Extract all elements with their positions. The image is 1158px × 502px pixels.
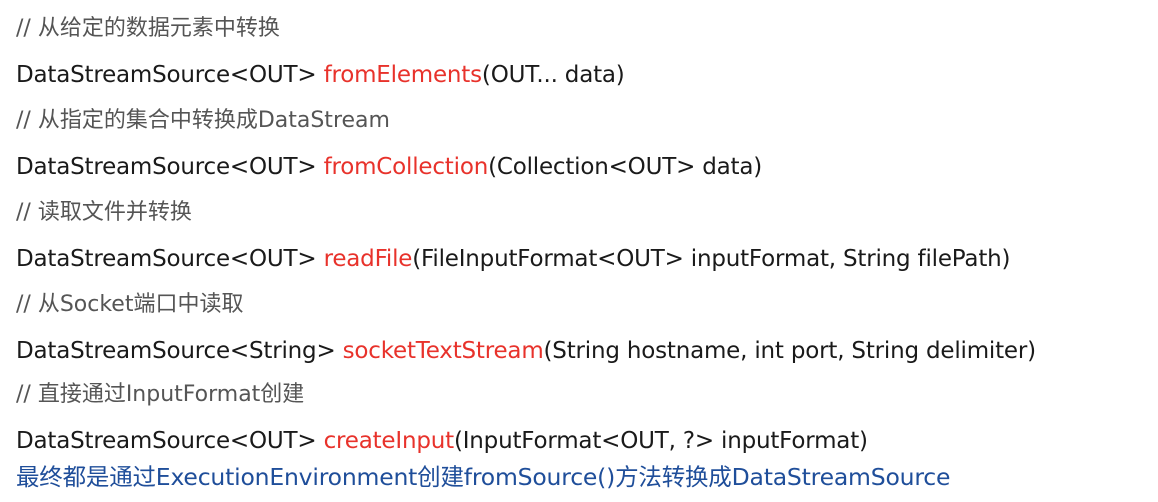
- return-type: DataStreamSource<String>: [16, 338, 343, 364]
- code-line-from-collection: DataStreamSource<OUT> fromCollection(Col…: [16, 152, 762, 182]
- code-line-from-elements: DataStreamSource<OUT> fromElements(OUT..…: [16, 60, 625, 90]
- method-name-read-file: readFile: [323, 246, 413, 272]
- method-name-from-collection: fromCollection: [323, 154, 489, 180]
- code-line-create-input: DataStreamSource<OUT> createInput(InputF…: [16, 426, 868, 456]
- comment-from-elements: // 从给定的数据元素中转换: [16, 16, 280, 41]
- method-args: (FileInputFormat<OUT> inputFormat, Strin…: [412, 246, 1011, 272]
- method-name-from-elements: fromElements: [323, 62, 483, 88]
- method-args: (OUT... data): [481, 62, 625, 88]
- method-args: (String hostname, int port, String delim…: [543, 338, 1037, 364]
- comment-read-file: // 读取文件并转换: [16, 200, 192, 225]
- return-type: DataStreamSource<OUT>: [16, 62, 324, 88]
- method-name-create-input: createInput: [323, 428, 455, 454]
- method-name-socket-text-stream: socketTextStream: [342, 338, 544, 364]
- comment-create-input: // 直接通过InputFormat创建: [16, 382, 305, 407]
- return-type: DataStreamSource<OUT>: [16, 246, 324, 272]
- comment-socket: // 从Socket端口中读取: [16, 292, 244, 317]
- return-type: DataStreamSource<OUT>: [16, 428, 324, 454]
- comment-from-collection: // 从指定的集合中转换成DataStream: [16, 108, 390, 133]
- code-line-socket-text-stream: DataStreamSource<String> socketTextStrea…: [16, 336, 1036, 366]
- return-type: DataStreamSource<OUT>: [16, 154, 324, 180]
- summary-note: 最终都是通过ExecutionEnvironment创建fromSource()…: [16, 463, 951, 491]
- code-line-read-file: DataStreamSource<OUT> readFile(FileInput…: [16, 244, 1010, 274]
- method-args: (Collection<OUT> data): [488, 154, 763, 180]
- method-args: (InputFormat<OUT, ?> inputFormat): [453, 428, 868, 454]
